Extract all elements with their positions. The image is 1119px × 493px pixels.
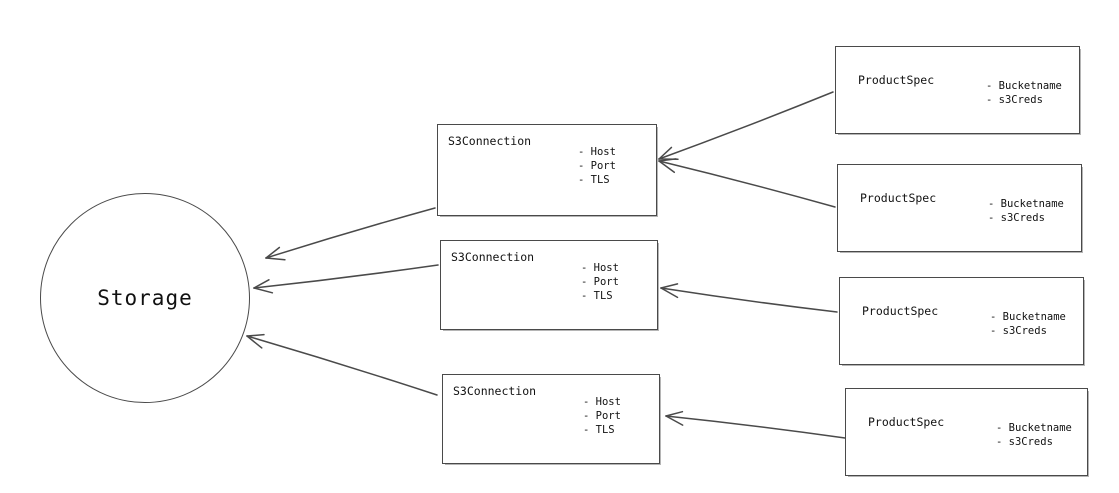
attribute-item: - TLS [581,290,613,302]
arrow-spec3-to-conn2 [660,283,838,313]
arrow-spec1-to-conn1 [658,91,834,160]
attribute-item: - s3Creds [986,94,1043,106]
productspec-attributes: - Bucketname - s3Creds [988,197,1064,225]
s3connection-attributes: - Host - Port - TLS [581,261,619,303]
attribute-item: - Bucketname [988,198,1064,210]
s3connection-attributes: - Host - Port - TLS [578,145,616,187]
productspec-box-3[interactable]: ProductSpec - Bucketname - s3Creds [839,277,1084,365]
attribute-item: - s3Creds [996,436,1053,448]
arrow-spec2-to-conn1 [658,158,836,208]
s3connection-box-2[interactable]: S3Connection - Host - Port - TLS [440,240,658,330]
attribute-item: - s3Creds [990,325,1047,337]
attribute-item: - Port [578,160,616,172]
arrow-conn3-to-storage [246,333,438,396]
storage-circle[interactable]: Storage [40,193,250,403]
s3connection-title: S3Connection [448,134,532,148]
attribute-item: - TLS [583,424,615,436]
s3connection-box-3[interactable]: S3Connection - Host - Port - TLS [442,374,660,464]
s3connection-attributes: - Host - Port - TLS [583,395,621,437]
productspec-box-2[interactable]: ProductSpec - Bucketname - s3Creds [837,164,1082,252]
attribute-item: - Bucketname [996,422,1072,434]
attribute-item: - Bucketname [990,311,1066,323]
s3connection-title: S3Connection [453,384,537,398]
attribute-item: - Host [581,262,619,274]
s3connection-title: S3Connection [451,250,535,264]
attribute-item: - Bucketname [986,80,1062,92]
productspec-title: ProductSpec [858,73,935,87]
arrow-conn1-to-storage [265,207,436,261]
attribute-item: - TLS [578,174,610,186]
attribute-item: - Port [581,276,619,288]
arrow-conn2-to-storage [253,264,439,294]
productspec-attributes: - Bucketname - s3Creds [986,79,1062,107]
arrow-spec4-to-conn3 [665,410,846,439]
productspec-title: ProductSpec [868,415,945,429]
productspec-box-1[interactable]: ProductSpec - Bucketname - s3Creds [835,46,1080,134]
productspec-title: ProductSpec [860,191,937,205]
s3connection-box-1[interactable]: S3Connection - Host - Port - TLS [437,124,657,216]
productspec-attributes: - Bucketname - s3Creds [996,421,1072,449]
storage-label: Storage [97,286,193,310]
productspec-attributes: - Bucketname - s3Creds [990,310,1066,338]
productspec-title: ProductSpec [862,304,939,318]
attribute-item: - Port [583,410,621,422]
attribute-item: - s3Creds [988,212,1045,224]
attribute-item: - Host [578,146,616,158]
productspec-box-4[interactable]: ProductSpec - Bucketname - s3Creds [845,388,1088,476]
attribute-item: - Host [583,396,621,408]
